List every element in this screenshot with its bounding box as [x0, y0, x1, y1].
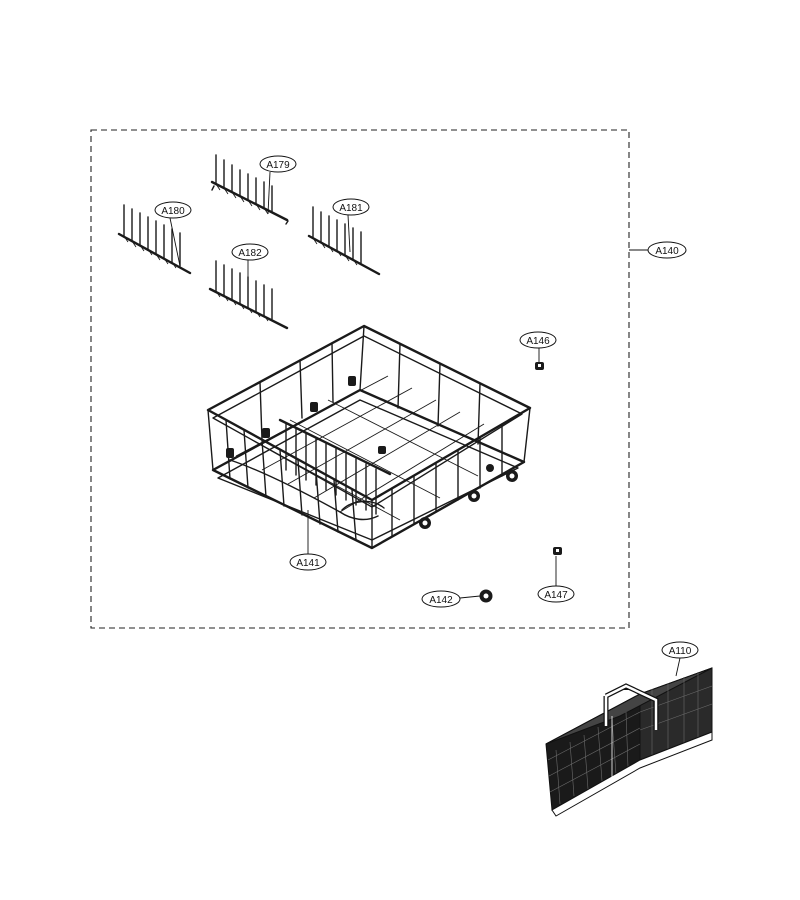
callout-a181: A181: [332, 198, 370, 216]
callout-a180: A180: [154, 201, 192, 219]
callout-a147-label: A147: [544, 590, 568, 601]
callout-a142-label: A142: [429, 595, 453, 606]
callout-a141-label: A141: [296, 558, 320, 569]
callout-a142: A142: [421, 590, 461, 608]
tine-row-a181: [307, 206, 381, 276]
leader-lines: [169, 171, 681, 677]
callout-a180-label: A180: [161, 206, 185, 217]
callout-a141: A141: [289, 553, 327, 571]
callout-a140-label: A140: [655, 246, 679, 257]
tine-row-a180: [117, 204, 192, 275]
tine-row-a179: [210, 154, 289, 225]
callout-a140: A140: [647, 241, 687, 259]
callout-a182-label: A182: [238, 248, 262, 259]
part-a146-clip: [535, 362, 544, 370]
callout-a179: A179: [259, 155, 297, 173]
callout-a179-label: A179: [266, 160, 290, 171]
callout-a181-label: A181: [339, 203, 363, 214]
tine-row-a182: [208, 260, 289, 330]
part-a147-clip: [553, 547, 562, 555]
callout-a146-label: A146: [526, 336, 550, 347]
assembly-boundary: [90, 129, 630, 629]
part-a142-wheel: [479, 589, 493, 603]
callout-a146: A146: [519, 331, 557, 349]
cutlery-basket: [545, 667, 713, 817]
lower-rack-basket: [206, 324, 532, 550]
callout-a147: A147: [537, 585, 575, 603]
callout-a110-label: A110: [669, 646, 692, 657]
callout-a110: A110: [661, 641, 699, 659]
callout-a182: A182: [231, 243, 269, 261]
